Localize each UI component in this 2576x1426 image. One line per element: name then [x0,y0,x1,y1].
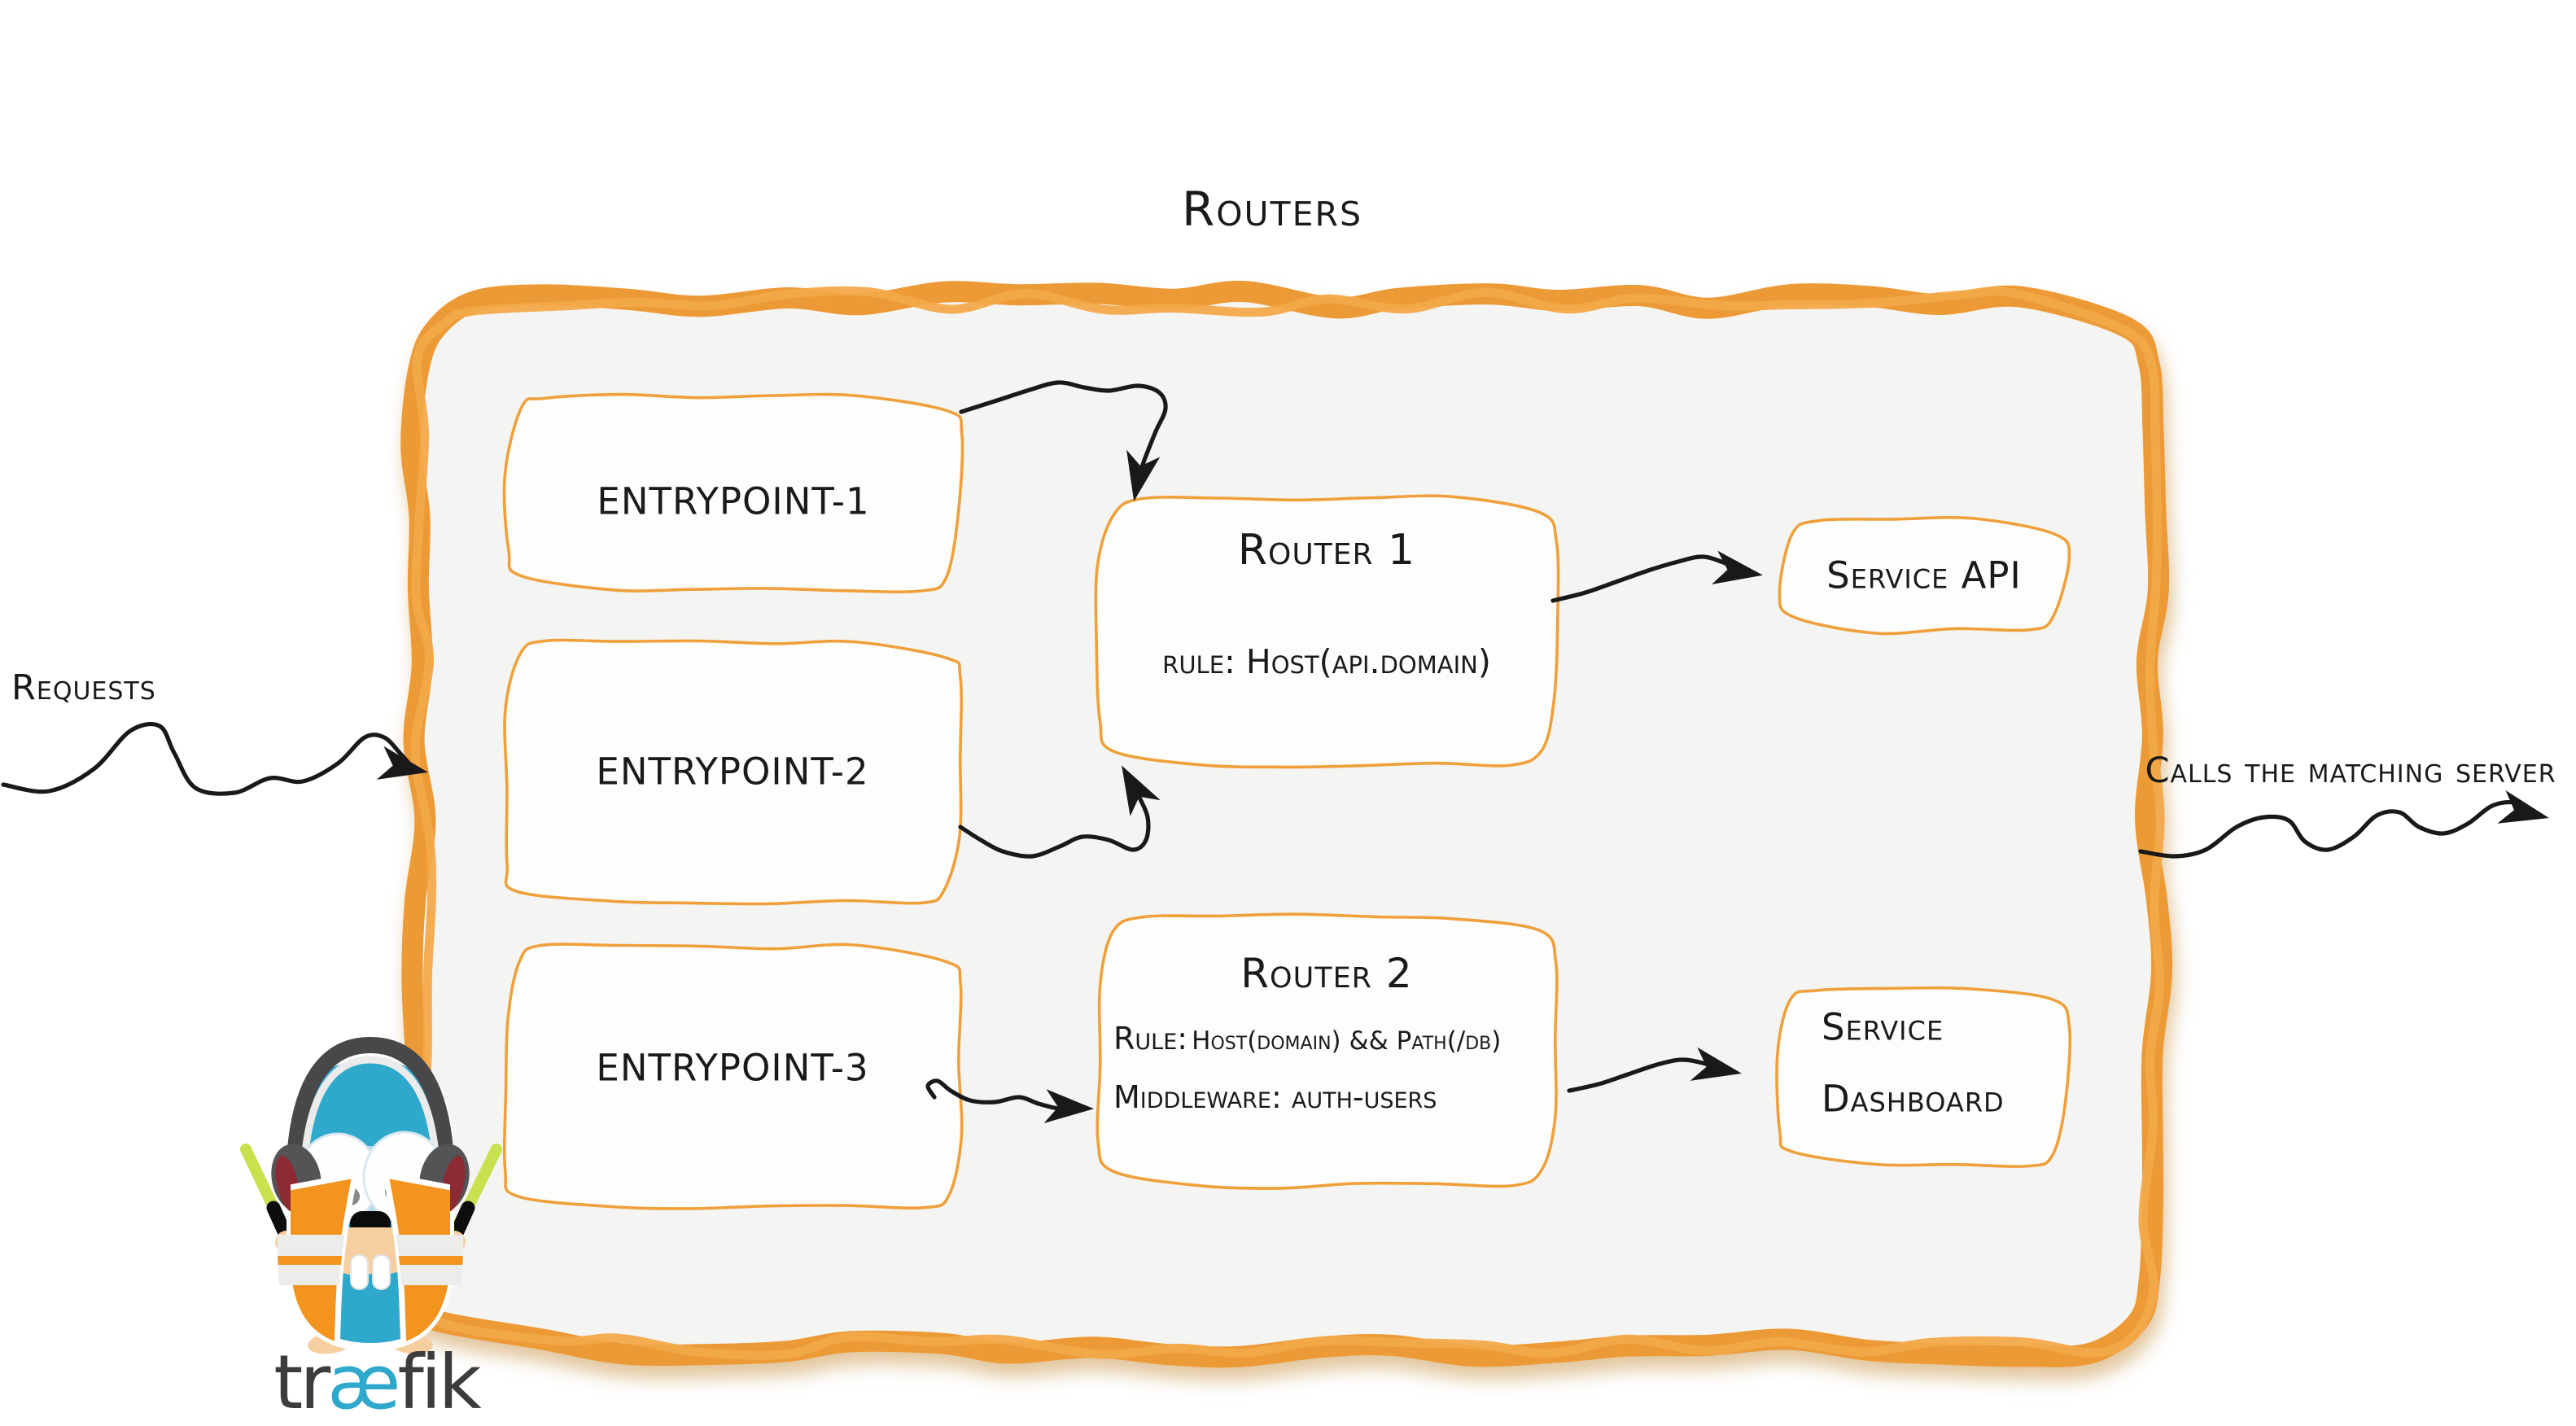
requests-label: Requests [11,667,156,708]
headphones-band-highlight [300,1056,440,1166]
router-2-to-service-dashboard-arrow [1567,1047,1742,1093]
entrypoint-2-label: entrypoint-2 [596,750,869,794]
entrypoint-1-label: entrypoint-1 [597,479,870,523]
router-1-title: Router 1 [1237,526,1416,575]
calls-arrow-line [2138,799,2534,859]
router-1-to-service-api-arrow-line [1550,554,1746,603]
router-2-middleware-label: Middleware: [1113,1079,1282,1115]
entrypoint-2-box [503,638,963,906]
flow-arrows [1,380,2549,1124]
left-tooth [350,1254,369,1290]
router-2-box [1096,912,1559,1190]
calls-label: Calls the matching server [2145,750,2556,791]
requests-arrow [1,722,428,796]
service-api-box [1778,515,2071,636]
router-1-to-service-api-arrow-head [1712,550,1763,584]
node-boxes [502,392,2072,1210]
traefik-gopher [240,1036,502,1354]
router-1-rule-value: Host(api.domain) [1245,642,1491,681]
router-2-title: Router 2 [1240,950,1413,997]
diagram-title: Routers [1181,182,1363,237]
router-2-rule-value: Host(domain) && Path(/db) [1192,1026,1502,1056]
entrypoint-3-to-router-2-arrow [925,1078,1094,1124]
entrypoint-2-to-router-1-arrow-line [958,777,1151,859]
requests-arrow-line [1,722,414,796]
router-2-to-service-dashboard-arrow-head [1690,1047,1742,1081]
entrypoint-1-to-router-1-arrow [959,380,1168,501]
router-2-middleware-value: auth-users [1291,1079,1437,1115]
entrypoint-1-to-router-1-arrow-head [1126,449,1161,501]
router-1-rule: rule: Host(api.domain) [1162,642,1491,681]
entrypoint-2-to-router-1-arrow [958,765,1161,859]
entrypoint-1-to-router-1-arrow-line [959,380,1168,481]
calls-arrow-head [2497,790,2549,824]
router-1-box [1094,494,1560,769]
headphones-band-icon [286,1036,454,1167]
logo-text-ae: æ [327,1339,400,1426]
router-2-to-service-dashboard-arrow-line [1567,1057,1721,1093]
service-dashboard-line-2: Dashboard [1822,1077,2005,1121]
service-dashboard-box [1775,986,2072,1168]
logo-text-suffix: fik [397,1339,482,1426]
entrypoint-3-to-router-2-arrow-head [1043,1089,1094,1124]
entrypoint-3-to-router-2-arrow-line [925,1078,1075,1112]
router-2-middleware: Middleware: auth-users [1113,1079,1437,1115]
logo-text-prefix: tr [273,1339,330,1426]
traefik-logo-text: træfik [273,1339,482,1426]
router-1-to-service-api-arrow [1550,550,1763,603]
right-tooth [372,1254,391,1290]
entrypoint-3-box [502,943,964,1210]
router-2-rule-label: Rule: [1113,1021,1188,1056]
service-dashboard-line-1: Service [1822,1005,1944,1049]
entrypoint-3-label: entrypoint-3 [596,1046,869,1090]
entrypoint-1-box [502,392,964,593]
calls-arrow [2138,790,2549,859]
entrypoint-2-to-router-1-arrow-head [1122,765,1161,816]
service-api-label: Service API [1826,553,2022,597]
router-1-rule-label: rule: [1162,642,1236,681]
requests-arrow-head [376,746,428,780]
router-2-rule: Rule: Host(domain) && Path(/db) [1113,1021,1501,1056]
